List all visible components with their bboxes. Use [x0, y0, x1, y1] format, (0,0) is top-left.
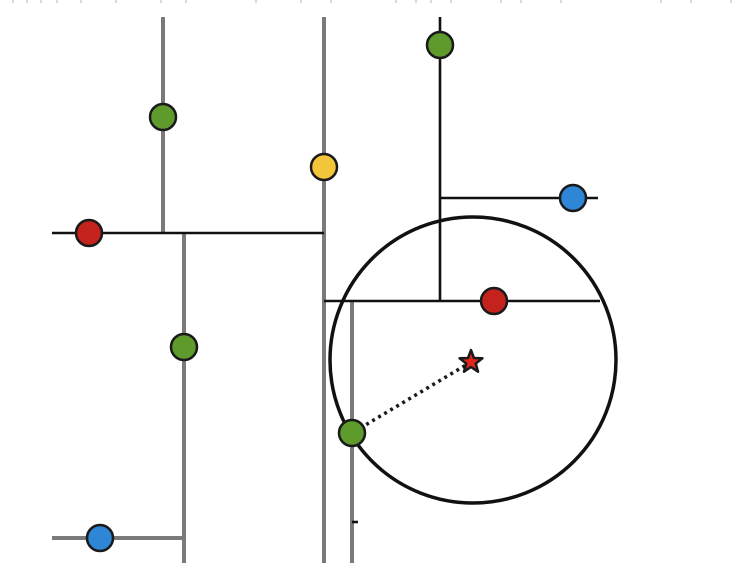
green-point-p-green-1 — [148, 102, 178, 132]
artifact-dot — [520, 0, 522, 3]
blue-point-p-blue-2 — [85, 523, 115, 553]
artifact-dot — [415, 0, 417, 3]
artifact-dot — [500, 0, 502, 3]
yellow-point-p-yellow-1 — [309, 152, 339, 182]
artifact-dot — [160, 0, 162, 3]
green-point-p-green-3 — [169, 332, 199, 362]
artifact-dot — [80, 0, 82, 3]
green-point-p-green-4 — [337, 418, 367, 448]
query-star-icon — [458, 348, 484, 373]
artifact-dot — [115, 0, 117, 3]
artifact-dot — [730, 0, 732, 3]
artifact-dot — [395, 0, 397, 3]
artifact-dot — [450, 0, 452, 3]
artifact-dot — [26, 0, 28, 3]
artifact-dot — [430, 0, 432, 3]
top-edge-artifact-dots — [12, 0, 732, 3]
artifact-dot — [185, 0, 187, 3]
blue-point-p-blue-1 — [558, 183, 588, 213]
artifact-dot — [40, 0, 42, 3]
artifact-dot — [690, 0, 692, 3]
red-point-p-red-2 — [479, 286, 509, 316]
artifact-dot — [330, 0, 332, 3]
artifact-dot — [560, 0, 562, 3]
red-point-p-red-1 — [74, 218, 104, 248]
green-point-p-green-2 — [425, 30, 455, 60]
data-points — [74, 30, 588, 553]
artifact-dot — [255, 0, 257, 3]
split-lines — [52, 17, 600, 563]
search-radius-circle — [328, 215, 618, 505]
artifact-dot — [56, 0, 58, 3]
artifact-dot — [300, 0, 302, 3]
artifact-dot — [660, 0, 662, 3]
nearest-neighbor-dotted-link — [351, 360, 472, 435]
artifact-dot — [12, 0, 14, 3]
